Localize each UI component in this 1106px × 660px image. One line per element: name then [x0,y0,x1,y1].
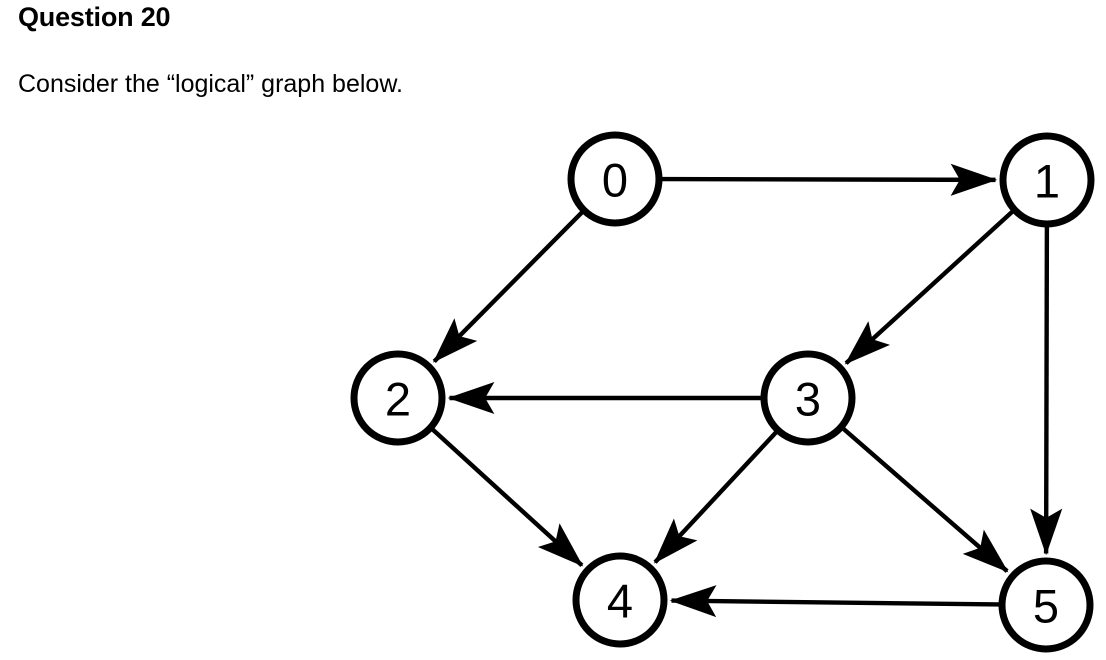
graph-node-2[interactable]: 2 [350,350,446,446]
graph-edge-1-to-3 [844,209,1015,365]
graph-edge-0-to-1 [661,163,998,196]
graph-node-circle-2 [350,350,446,446]
question-prompt: Consider the “logical” graph below. [18,70,403,98]
graph-node-1[interactable]: 1 [999,132,1095,228]
graph-edge-3-to-5 [841,426,1009,573]
graph-node-0[interactable]: 0 [567,131,663,227]
graph-edge-5-to-4 [669,585,1000,618]
graph-edge-3-to-4 [653,430,778,564]
graph-node-circle-0 [567,131,663,227]
graph-edge-2-to-4 [430,427,584,567]
graph-node-circle-5 [998,557,1094,653]
graph-node-4[interactable]: 4 [572,552,668,648]
graph-node-5[interactable]: 5 [998,557,1094,653]
graph-node-circle-1 [999,132,1095,228]
page-title: Question 20 [18,2,171,32]
node-layer: 0 1 2 3 4 5 [350,131,1095,653]
graph-edge-1-to-5 [1030,226,1063,556]
graph-node-label-0: 0 [602,154,628,207]
graph-node-label-1: 1 [1034,155,1060,208]
graph-node-circle-4 [572,552,668,648]
graph-node-circle-3 [760,350,856,446]
graph-node-label-4: 4 [607,575,633,628]
graph-node-label-5: 5 [1033,580,1059,633]
graph-node-label-3: 3 [795,373,821,426]
graph-edge-0-to-2 [432,210,584,363]
graph-node-label-2: 2 [385,373,411,426]
graph-node-3[interactable]: 3 [760,350,856,446]
edge-layer [430,163,1063,618]
